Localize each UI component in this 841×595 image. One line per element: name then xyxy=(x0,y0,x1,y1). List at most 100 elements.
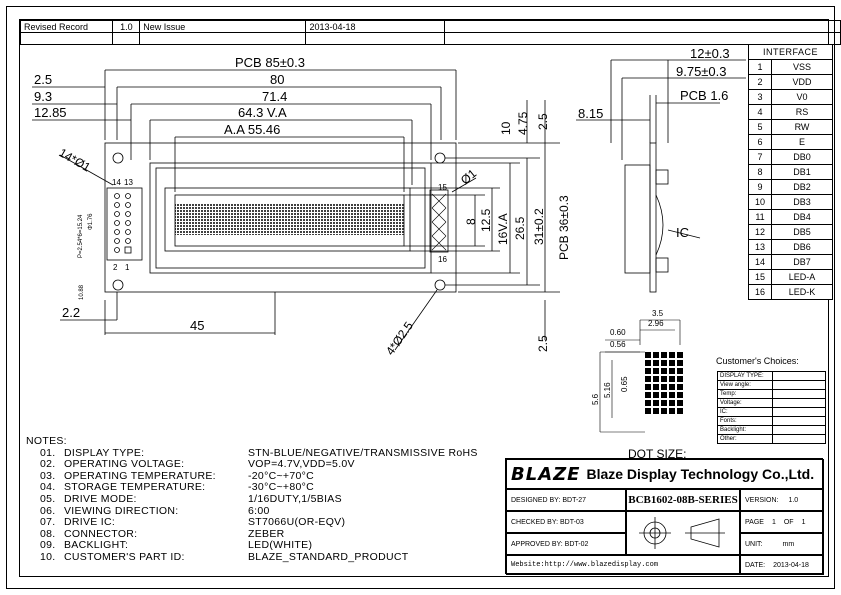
note-row: 10.CUSTOMER'S PART ID:BLAZE_STANDARD_PRO… xyxy=(40,550,409,563)
note-row: 01.DISPLAY TYPE:STN-BLUE/NEGATIVE/TRANSM… xyxy=(40,446,478,459)
pin-1-label: 1 xyxy=(125,263,130,272)
dim-aa-width: A.A 55.46 xyxy=(224,122,280,137)
note-row: 07.DRIVE IC:ST7066U(OR-EQV) xyxy=(40,516,346,529)
revision-record-table: Revised Record 1.0 New Issue 2013-04-18 xyxy=(19,20,841,45)
dot-0-60: 0.60 xyxy=(610,328,626,337)
drawing-outer-frame xyxy=(6,6,835,589)
dim-4-75: 4.75 xyxy=(516,111,530,135)
version-cell: VERSION:1.0 xyxy=(740,489,824,511)
choice-label: Other: xyxy=(717,434,773,444)
side-bezel xyxy=(624,164,651,274)
dim-hole-dia: Ø1 xyxy=(458,166,480,187)
mount-hole xyxy=(112,152,124,164)
dim-holes-top: 14*Ø1 xyxy=(57,145,94,174)
title-block: BLAZE Blaze Display Technology Co.,Ltd. … xyxy=(505,458,824,575)
choice-label: Temp: xyxy=(717,389,773,399)
dim-10: 10 xyxy=(499,121,513,135)
choice-value xyxy=(772,389,826,399)
dot-0-65: 0.65 xyxy=(620,376,629,392)
dim-pin-pitch: P=2.54*6=15.24 xyxy=(78,214,84,258)
dim-va-width: 64.3 V.A xyxy=(238,105,287,120)
choice-label: View angle: xyxy=(717,380,773,390)
dim-va-height: 16V.A xyxy=(496,213,510,245)
interface-title: INTERFACE xyxy=(748,44,833,60)
title-block-header: BLAZE Blaze Display Technology Co.,Ltd. xyxy=(506,459,824,489)
dim-mount-holes: 4*Ø2.5 xyxy=(383,319,416,358)
pin-15-label: 15 xyxy=(438,183,447,192)
dim-2-5-bottom: 2.5 xyxy=(536,335,550,352)
choice-value xyxy=(772,380,826,390)
pin-13-label: 13 xyxy=(124,178,133,187)
dim-2-2: 2.2 xyxy=(62,305,80,320)
choice-label: Voltage: xyxy=(717,398,773,408)
choice-value xyxy=(772,425,826,435)
dim-9-3: 9.3 xyxy=(34,89,52,104)
bezel-outline xyxy=(149,162,432,274)
choice-label: DISPLAY TYPE: xyxy=(717,371,773,381)
dot-3-5: 3.5 xyxy=(652,309,664,318)
dim-45: 45 xyxy=(190,318,204,333)
dot-matrix-grid xyxy=(645,352,683,414)
dot-5-16: 5.16 xyxy=(603,382,612,398)
dot-2-96: 2.96 xyxy=(648,319,664,328)
bezel-inner xyxy=(155,167,426,269)
dim-pcb-height: PCB 36±0.3 xyxy=(557,195,571,260)
dot-5-6: 5.6 xyxy=(591,393,600,405)
pin-2-label: 2 xyxy=(113,263,118,272)
designed-by: DESIGNED BY: BDT-27 xyxy=(506,489,626,511)
dim-31: 31±0.2 xyxy=(532,208,546,245)
blaze-logo: BLAZE xyxy=(511,463,581,485)
choice-value xyxy=(772,434,826,444)
dim-side-ic: IC xyxy=(676,225,689,240)
projection-symbol xyxy=(626,511,740,555)
note-row: 05.DRIVE MODE:1/16DUTY,1/5BIAS xyxy=(40,492,342,505)
choice-value xyxy=(772,407,826,417)
choice-value xyxy=(772,398,826,408)
side-pcb xyxy=(649,142,657,293)
note-row: 06.VIEWING DIRECTION:6:00 xyxy=(40,504,270,517)
viewing-area xyxy=(164,187,411,252)
dim-pin-square: Φ1.76 xyxy=(88,213,94,230)
dim-12-5: 12.5 xyxy=(479,208,493,232)
note-row: 08.CONNECTOR:ZEBER xyxy=(40,527,285,540)
choice-label: Fonts: xyxy=(717,416,773,426)
customer-choices-table: DISPLAY TYPE: View angle: Temp: Voltage:… xyxy=(717,371,826,444)
notes-section: NOTES: 01.DISPLAY TYPE:STN-BLUE/NEGATIVE… xyxy=(26,435,478,564)
dim-side-8-15: 8.15 xyxy=(578,106,603,121)
note-row: 09.BACKLIGHT:LED(WHITE) xyxy=(40,539,313,552)
website: Website:http://www.blazedisplay.com xyxy=(506,555,740,575)
notes-title: NOTES: xyxy=(26,435,67,447)
note-row: 03.OPERATING TEMPERATURE:-20°C~+70°C xyxy=(40,469,314,482)
pin-16-label: 16 xyxy=(438,255,447,264)
choice-label: Backlight: xyxy=(717,425,773,435)
dim-2-5-left: 2.5 xyxy=(34,72,52,87)
dim-2-5-right: 2.5 xyxy=(536,113,550,130)
part-number: BCB1602-08B-SERIES xyxy=(626,489,740,511)
mount-hole xyxy=(112,279,124,291)
note-row: 04.STORAGE TEMPERATURE:-30°C~+80°C xyxy=(40,481,314,494)
choice-label: IC: xyxy=(717,407,773,417)
company-name: Blaze Display Technology Co.,Ltd. xyxy=(586,466,815,482)
date-cell: DATE:2013-04-18 xyxy=(740,555,824,575)
dim-71-4: 71.4 xyxy=(262,89,287,104)
dim-pcb-width: PCB 85±0.3 xyxy=(235,55,305,70)
note-row: 02.OPERATING VOLTAGE:VOP=4.7V,VDD=5.0V xyxy=(40,458,355,471)
dim-side-9-75: 9.75±0.3 xyxy=(676,64,727,79)
revision-blank xyxy=(305,32,446,45)
